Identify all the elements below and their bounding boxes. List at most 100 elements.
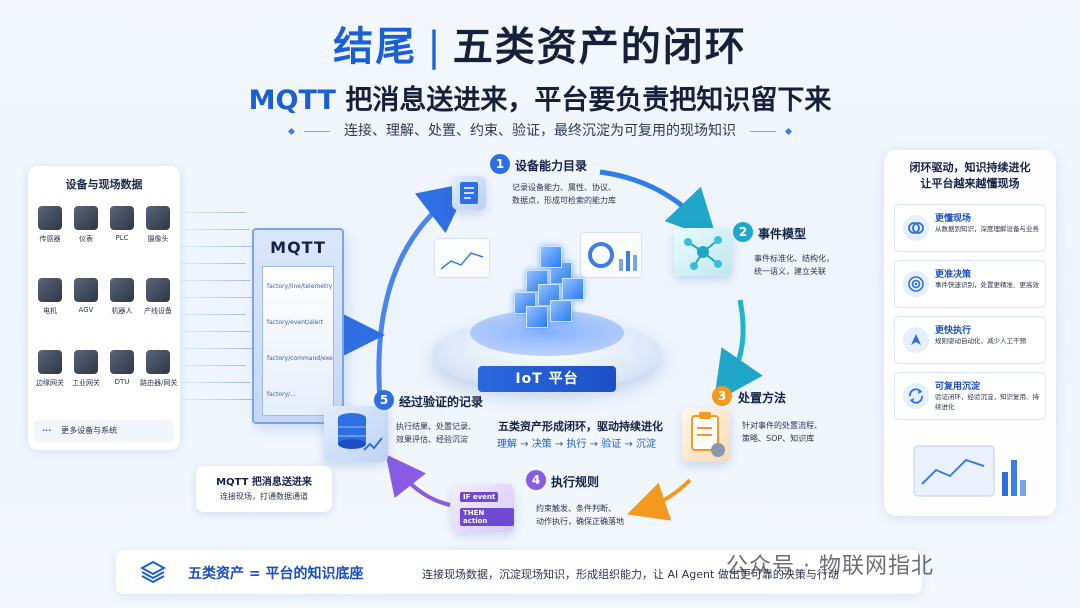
benefits-title: 闭环驱动，知识持续进化让平台越来越懂现场: [884, 160, 1056, 192]
benefits-panel: 闭环驱动，知识持续进化让平台越来越懂现场 更懂现场 从数据到知识，深度理解设备与…: [884, 150, 1056, 516]
data-cube: [526, 306, 548, 328]
diamond-icon: [287, 127, 295, 135]
step-5-desc: 执行结果、处置记录、效果评估、经验沉淀: [396, 420, 476, 446]
step-5-number: 5: [374, 390, 394, 410]
data-stream-line: [182, 348, 254, 349]
mqtt-topic: factory/command/exec: [267, 355, 333, 362]
benefit-desc: 事件快速识别，处置更精准、更高效: [935, 281, 1039, 289]
arrow-4-to-5: [385, 454, 451, 507]
layers-icon: [139, 560, 167, 588]
dashboard-screen: [434, 238, 490, 278]
device-label: 传感器: [39, 235, 61, 243]
step-3-desc: 针对事件的处置流程、策略、SOP、知识库: [742, 419, 822, 445]
device-label: 边缘网关: [36, 379, 64, 387]
divider: [750, 130, 777, 132]
cycle-arrows: [335, 169, 763, 521]
data-stream-line: [182, 399, 254, 400]
device-item: 仪表: [68, 206, 104, 244]
step-5-desc-line: 执行结果、处置记录、: [396, 422, 476, 431]
edge-gateway-icon: [38, 350, 62, 374]
device-label: 路由器/网关: [140, 379, 178, 387]
benefits-title-line: 闭环驱动，知识持续进化: [909, 161, 1031, 174]
data-cube: [540, 246, 562, 268]
device-label: 产线设备: [144, 307, 172, 315]
step-3-title: 处置方法: [738, 391, 787, 405]
more-icon: ···: [42, 426, 52, 435]
title-left: 结尾: [333, 24, 418, 70]
watermark: 公众号 · 物联网指北: [726, 554, 934, 579]
mqtt-gateway: MQTT factory/line/telemetry factory/even…: [252, 228, 344, 424]
title-separator: |: [427, 24, 443, 70]
device-label: 摄像头: [147, 235, 169, 243]
cycle-icon: [903, 383, 929, 409]
robot-icon: [110, 278, 134, 302]
step-3-desc-line: 策略、SOP、知识库: [742, 434, 815, 443]
mqtt-topic: factory/event/alert: [267, 319, 324, 326]
data-stream-line: [182, 212, 246, 213]
footer-desc: 连接现场数据，沉淀现场知识，形成组织能力，让 AI Agent 做出更可靠的决策…: [422, 568, 839, 581]
device-item: 传感器: [32, 206, 68, 244]
mqtt-topic: factory/line/telemetry: [267, 283, 333, 290]
device-label: 电机: [43, 307, 57, 315]
device-item: 电机: [32, 278, 68, 316]
rule-card: IF event THEN action: [452, 484, 514, 532]
step-2-desc-line: 统一语义，建立关联: [754, 267, 826, 276]
meter-icon: [74, 206, 98, 230]
benefit-desc: 验证闭环，经验沉淀，知识复用、持续进化: [935, 393, 1039, 411]
data-stream-line: [182, 280, 250, 281]
title-right: 五类资产的闭环: [452, 24, 747, 70]
step-1-desc: 记录设备能力、属性、协议、数据点，形成可检索的能力库: [512, 181, 616, 207]
step-1-title: 设备能力目录: [515, 159, 588, 173]
dashboard-illustration: [910, 440, 1030, 504]
benefit-desc: 从数据到知识，深度理解设备与业务: [935, 225, 1039, 233]
page-title: 结尾|五类资产的闭环: [0, 14, 1080, 72]
device-label: DTU: [114, 378, 130, 386]
device-item: PLC: [104, 206, 140, 242]
dtu-icon: [110, 350, 134, 374]
more-devices-row[interactable]: ···更多设备与系统: [34, 420, 174, 442]
catalog-icon: [452, 176, 486, 210]
step-5-desc-line: 效果评估、经验沉淀: [396, 435, 468, 444]
data-stream-line: [182, 314, 246, 315]
device-label: PLC: [115, 234, 129, 242]
dashboard-screen: [580, 232, 642, 278]
clipboard-icon: [682, 408, 730, 462]
benefit-title: 更快执行: [935, 326, 972, 336]
subtitle-text: 把消息送进来，平台要负责把知识留下来: [335, 85, 832, 116]
step-2-number: 2: [733, 222, 753, 242]
step-4-desc-line: 动作执行，确保正确落地: [536, 517, 624, 526]
rule-if-text: IF event: [460, 492, 499, 502]
step-1-desc-line: 数据点，形成可检索的能力库: [512, 196, 616, 205]
rocket-icon: [903, 327, 929, 353]
brain-icon: [903, 215, 929, 241]
benefit-title: 更懂现场: [935, 214, 972, 224]
step-5-title: 经过验证的记录: [399, 395, 484, 409]
step-4-desc-line: 约束触发、条件判断、: [536, 504, 616, 513]
mqtt-card-title: MQTT 把消息送进来: [216, 477, 312, 488]
data-stream-line: [182, 382, 250, 383]
event-model-icon: [674, 228, 732, 276]
agv-icon: [74, 278, 98, 302]
benefit-title: 可复用沉淀: [935, 382, 981, 392]
data-stream-line: [182, 229, 250, 230]
tagline-text: 连接、理解、处置、约束、验证，最终沉淀为可复用的现场知识: [344, 123, 736, 139]
benefit-desc: 规则驱动自动化，减少人工干预: [935, 337, 1026, 345]
camera-icon: [146, 206, 170, 230]
arrow-2-to-3: [713, 299, 763, 403]
data-stream-line: [182, 263, 246, 264]
data-cube: [550, 300, 572, 322]
database-icon: [324, 406, 388, 462]
diamond-icon: [785, 127, 793, 135]
tagline: 连接、理解、处置、约束、验证，最终沉淀为可复用的现场知识: [0, 120, 1080, 140]
devices-title: 设备与现场数据: [65, 178, 143, 191]
device-item: 摄像头: [140, 206, 176, 244]
device-label: 工业网关: [72, 379, 100, 387]
step-2-desc: 事件标准化、结构化，统一语义，建立关联: [754, 252, 834, 278]
data-cube: [562, 278, 584, 300]
benefit-item: 更懂现场 从数据到知识，深度理解设备与业务: [894, 204, 1046, 252]
step-1-number: 1: [490, 154, 510, 174]
benefit-item: 更快执行 规则驱动自动化，减少人工干预: [894, 316, 1046, 364]
device-item: 工业网关: [68, 350, 104, 388]
step-4-desc: 约束触发、条件判断、动作执行，确保正确落地: [536, 502, 624, 528]
